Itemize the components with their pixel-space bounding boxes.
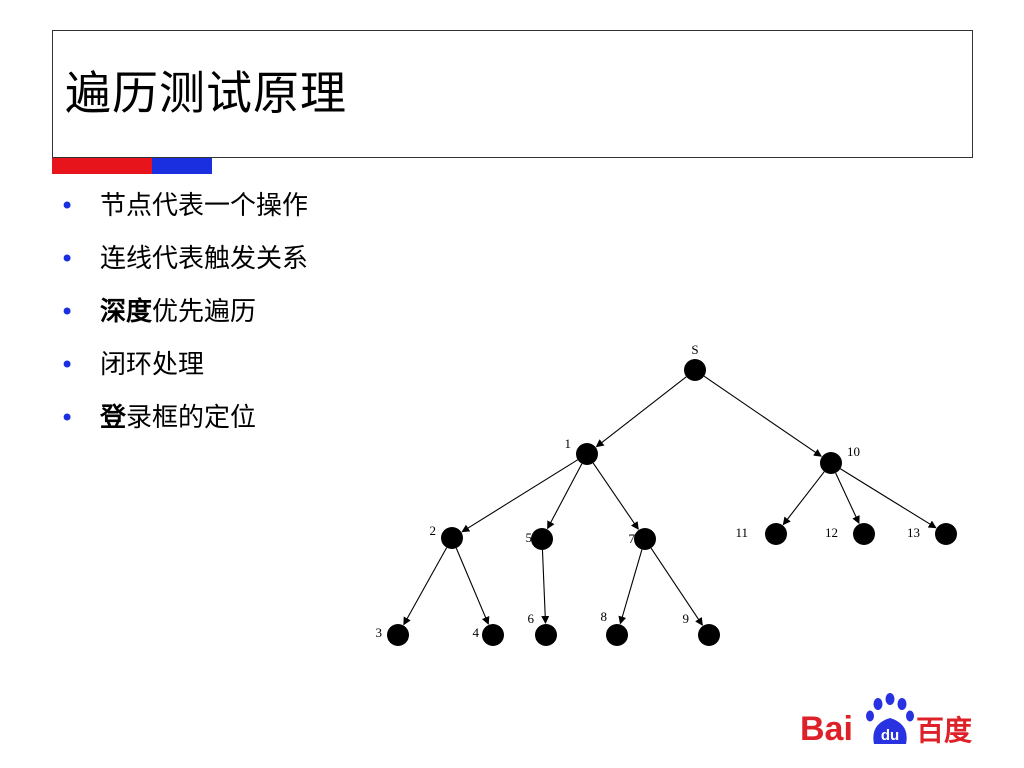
tree-edge [703, 375, 822, 457]
bullet-icon: • [60, 245, 75, 273]
tree-node-3 [387, 624, 409, 646]
tree-node-13 [935, 523, 957, 545]
tree-node-label: 12 [825, 525, 838, 540]
title-accent-red [52, 158, 152, 174]
tree-node-8 [606, 624, 628, 646]
title-accent-blue [152, 158, 212, 174]
baidu-logo: Bai du 百度 [800, 693, 972, 748]
slide-title: 遍历测试原理 [65, 66, 347, 120]
tree-edge [618, 549, 643, 625]
tree-node-11 [765, 523, 787, 545]
bullet-text: 优先遍历 [152, 297, 257, 327]
bullet-icon: • [60, 192, 75, 220]
tree-edge [835, 472, 860, 525]
bullet-text: 录框的定位 [126, 403, 257, 433]
tree-node-9 [698, 624, 720, 646]
tree-node-label: 1 [565, 436, 572, 451]
bullet-text: 闭环处理 [100, 350, 205, 380]
bullet-icon: • [60, 298, 75, 326]
logo-text-du: du [881, 727, 899, 744]
logo-text-cn: 百度 [916, 714, 972, 747]
tree-node-10 [820, 452, 842, 474]
bullet-text: 节点代表一个操作 [100, 191, 309, 221]
tree-node-label: 2 [430, 523, 437, 538]
tree-node-label: 6 [528, 611, 535, 626]
bullet-bold: 深度 [100, 297, 153, 327]
tree-edge [650, 547, 703, 626]
tree-edge [403, 547, 448, 626]
tree-edge [541, 549, 550, 625]
paw-icon: du [866, 693, 914, 744]
tree-node-S [684, 359, 706, 381]
logo-text-bai: Bai [800, 710, 853, 748]
tree-node-label: S [691, 342, 698, 357]
tree-edge [595, 376, 687, 448]
tree-node-label: 10 [847, 444, 860, 459]
bullet-bold: 登 [100, 403, 127, 433]
bullet-icon: • [60, 351, 75, 379]
tree-node-label: 11 [735, 525, 748, 540]
tree-edge [840, 468, 937, 529]
tree-node-2 [441, 527, 463, 549]
tree-node-label: 5 [526, 530, 533, 545]
tree-node-label: 7 [629, 531, 636, 546]
title-box: 遍历测试原理 [52, 30, 973, 158]
tree-node-label: 13 [907, 525, 920, 540]
tree-node-4 [482, 624, 504, 646]
tree-edge [461, 459, 578, 533]
tree-edge [592, 462, 639, 530]
tree-node-label: 8 [601, 609, 608, 624]
tree-node-12 [853, 523, 875, 545]
tree-edge [455, 547, 490, 625]
tree-node-label: 9 [683, 611, 690, 626]
tree-node-label: 4 [473, 625, 480, 640]
tree-edge [782, 471, 825, 526]
tree-node-6 [535, 624, 557, 646]
tree-node-1 [576, 443, 598, 465]
bullet-icon: • [60, 404, 75, 432]
tree-node-5 [531, 528, 553, 550]
tree-node-label: 3 [376, 625, 383, 640]
tree-node-7 [634, 528, 656, 550]
bullet-text: 连线代表触发关系 [100, 244, 309, 274]
tree-edge [547, 463, 583, 530]
